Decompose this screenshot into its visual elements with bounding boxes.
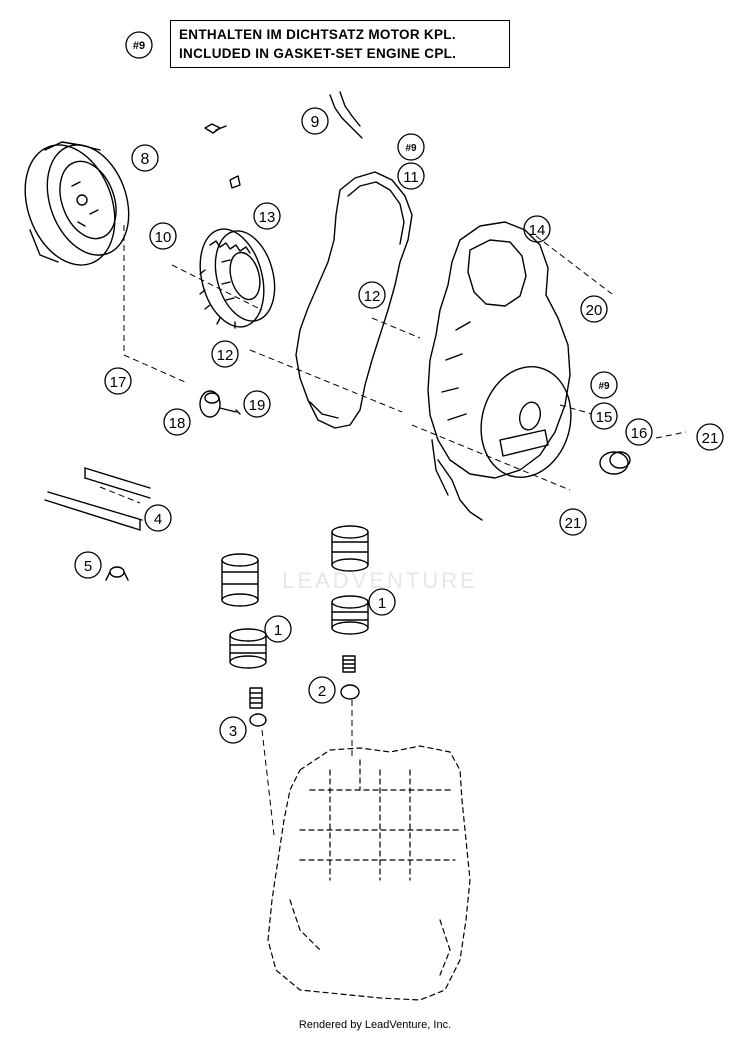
part-16-cap [599,451,631,475]
callout-label: 19 [249,397,266,414]
callout-2: 2 [308,676,336,704]
part-15-ignition-cover [427,221,572,521]
callout-label: 17 [110,374,127,391]
callout-label: 14 [529,222,546,239]
callout-16: 16 [625,418,653,446]
callout-label: #9 [598,381,610,392]
part-19-screw [219,407,241,415]
callout-label: 12 [364,288,381,305]
callout-11: 11 [397,162,425,190]
callout-15: 15 [590,402,618,430]
callout-label: 3 [229,723,237,740]
part-8-rotor [24,141,130,266]
callout-12-lower: 12 [211,340,239,368]
callout-14: 14 [523,215,551,243]
callout-9-tag-gasket: #9 [397,133,425,161]
callout-10: 10 [149,222,177,250]
callout-tag-legend: #9 [125,31,153,59]
callout-label: #9 [133,40,145,52]
callout-label: 18 [169,415,186,432]
callout-13: 13 [253,202,281,230]
callout-21-lower: 21 [559,508,587,536]
callout-label: 15 [596,409,613,426]
part-2-spring [340,655,360,700]
legend-line-english: INCLUDED IN GASKET-SET ENGINE CPL. [179,46,457,61]
callout-label: 1 [274,622,282,639]
callout-4: 4 [144,504,172,532]
callout-label: #9 [405,143,417,154]
callout-12-upper: 12 [358,281,386,309]
callout-label: 8 [141,151,150,168]
callout-1-left: 1 [264,615,292,643]
callout-label: 1 [378,595,386,612]
callout-label: 11 [403,169,419,186]
part-18-grommet [199,390,221,418]
callout-label: 9 [311,114,320,131]
callout-label: 4 [154,511,162,528]
callout-9-tag-cover: #9 [590,371,618,399]
callout-label: 2 [318,683,326,700]
part-1-filter-left [221,553,267,669]
small-screws-top [204,123,241,189]
leader-lines [99,225,687,836]
callout-1-right: 1 [368,588,396,616]
callout-20: 20 [580,295,608,323]
part-11-gasket [295,171,413,429]
engine-case-phantom [267,745,471,1001]
callout-8: 8 [131,144,159,172]
part-5-plug [105,566,129,581]
callout-19: 19 [243,390,271,418]
render-credit: Rendered by LeadVenture, Inc. [298,1019,452,1031]
callout-9: 9 [301,107,329,135]
callout-label: 10 [155,229,172,246]
part-13-stator [199,228,276,329]
callout-17: 17 [104,367,132,395]
part-4-bolts [44,467,151,531]
callout-label: 12 [217,347,234,364]
callout-5: 5 [74,551,102,579]
callout-18: 18 [163,408,191,436]
callout-label: 5 [84,558,92,575]
legend-line-german: ENTHALTEN IM DICHTSATZ MOTOR KPL. [179,27,456,42]
legend-box: ENTHALTEN IM DICHTSATZ MOTOR KPL. INCLUD… [170,20,510,68]
callout-label: 13 [259,209,276,226]
callout-21-right: 21 [696,423,724,451]
callout-3: 3 [219,716,247,744]
part-1-filter-right [331,525,369,635]
part-9-hose [329,91,363,139]
callout-label: 20 [586,302,603,319]
part-3-spring [249,687,267,727]
callout-label: 21 [565,515,582,532]
callout-label: 21 [702,430,719,447]
callout-label: 16 [631,425,648,442]
